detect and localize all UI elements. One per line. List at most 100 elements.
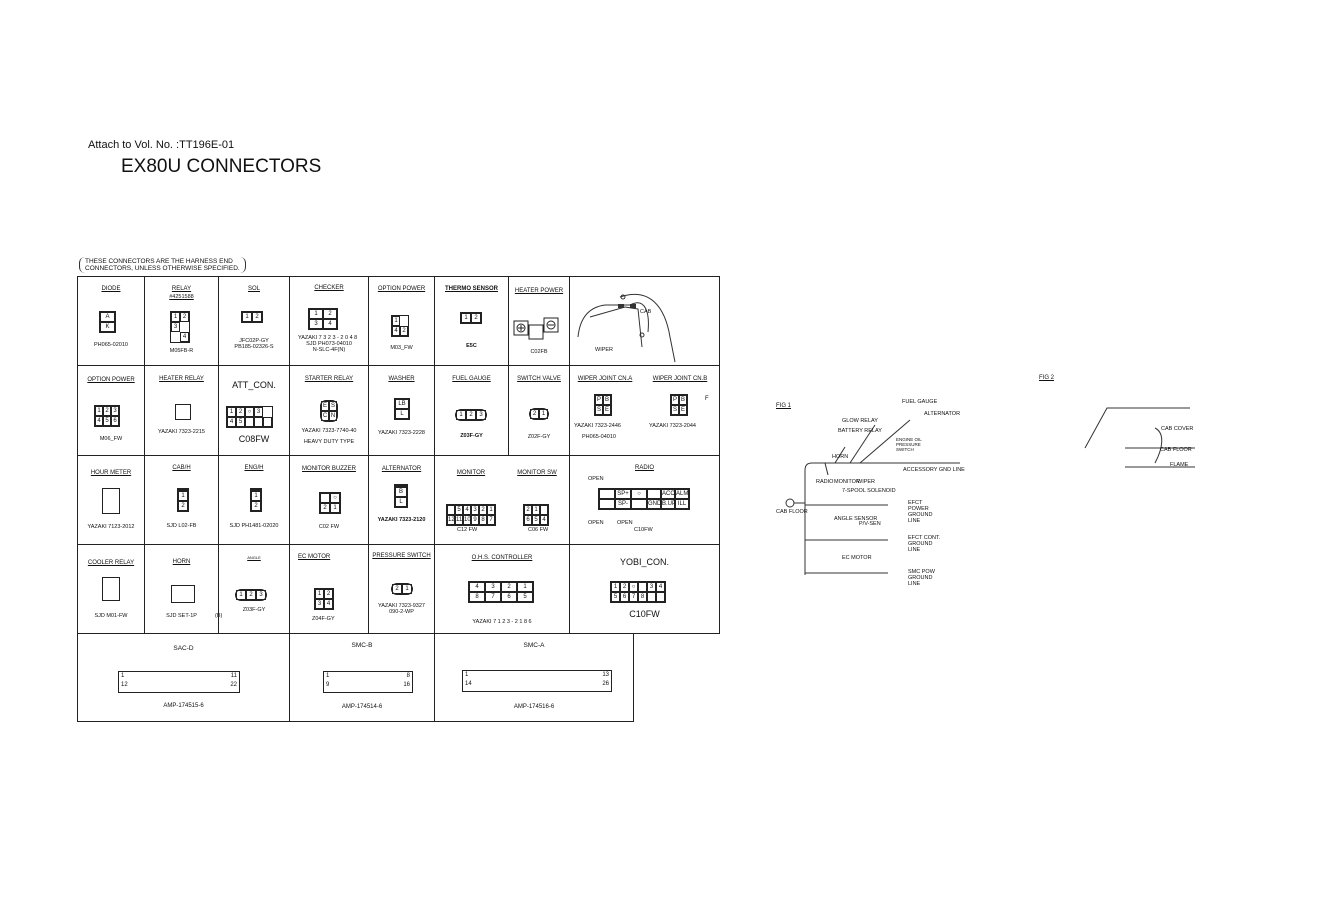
wiper-joint-a-label: WIPER JOINT CN.A xyxy=(577,376,633,382)
diode-label: DIODE xyxy=(101,286,121,292)
monitor-sw-label: MONITOR SW xyxy=(517,470,557,476)
pin: 4 xyxy=(95,416,103,426)
pin: 16 xyxy=(403,682,410,688)
fig1-wiring xyxy=(785,419,960,575)
cell-sol: SOL 1 2 JFC02P-GY PB185-02326-S xyxy=(218,276,290,366)
monitor-buzzer-part: C02 FW xyxy=(318,524,340,530)
monitor-pins: 5 4 3 2 1 12 11 10 9 8 7 xyxy=(446,504,496,526)
pin: S xyxy=(595,405,603,415)
heater-power-1-label: HEATER POWER xyxy=(514,288,564,294)
cell-switch-valve: SWITCH VALVE 2 1 Z02F-GY xyxy=(508,365,570,456)
pin: K xyxy=(100,322,115,332)
fig1-horn: HORN xyxy=(832,454,849,460)
pin: 2 xyxy=(236,407,245,417)
pin: 11 xyxy=(230,673,237,679)
switch-valve-pins: 2 1 xyxy=(529,408,549,420)
sol-label: SOL xyxy=(247,286,260,292)
sac-d-label: SAC-D xyxy=(173,645,194,652)
ec-motor-label: EC MOTOR xyxy=(298,554,331,560)
fig1-monitor: MONITOR xyxy=(834,479,860,485)
radio-open-left: OPEN xyxy=(588,520,604,526)
heater-power-1-part: C02FB xyxy=(530,349,548,355)
pin: 14 xyxy=(465,681,472,687)
pin: 4 xyxy=(540,515,548,525)
pin: 4 xyxy=(392,326,400,336)
heater-power-1-symbol xyxy=(513,317,559,340)
cell-heater-power-1: HEATER POWER C02FB xyxy=(508,276,570,366)
cell-option-power-2: OPTION POWER 1 2 3 4 5 6 M06_FW xyxy=(77,365,145,456)
pin: 4 xyxy=(227,417,236,427)
cell-smc-b: SMC-B 1 8 9 16 AMP-174514-6 xyxy=(289,633,435,722)
heater-relay-label: HEATER RELAY xyxy=(159,376,204,382)
pin: 1 xyxy=(227,407,236,417)
fig2-flame: FLAME xyxy=(1170,462,1189,468)
sac-d-part: AMP-174515-6 xyxy=(163,703,204,709)
pin: 1 xyxy=(456,410,466,420)
pin: 2 xyxy=(530,409,539,419)
cell-diode: DIODE A K PH065-02010 xyxy=(77,276,145,366)
fuel-gauge-label: FUEL GAUGE xyxy=(452,376,491,382)
sac-d-body: 1 11 12 22 xyxy=(118,671,240,693)
pin: A xyxy=(100,312,115,322)
starter-relay-part-1: YAZAKI 7323-7740-40 xyxy=(301,428,357,434)
monitor-label: MONITOR xyxy=(456,470,486,476)
checker-part-2: SJD PH073-04010 xyxy=(306,341,352,347)
pin: 3 xyxy=(485,582,501,592)
cell-radio: RADIO OPEN SP+ ○ ACC ALM SP- GND B.UP IL… xyxy=(569,455,720,545)
fig1-fuel-gauge: FUEL GAUGE xyxy=(902,399,938,405)
pin: 2 xyxy=(471,313,481,323)
pin: N xyxy=(329,411,337,421)
cell-option-power-1: OPTION POWER 1 4 2 M03_FW xyxy=(368,276,435,366)
pin: 1 xyxy=(242,312,252,322)
radio-pins: SP+ ○ ACC ALM SP- GND B.UP ILL xyxy=(598,488,690,510)
pin: B.UP xyxy=(661,499,677,509)
pin: 1 xyxy=(330,503,340,513)
pin: SP- xyxy=(615,499,631,509)
pin: 5 xyxy=(611,592,620,602)
attach-volume: Attach to Vol. No. :TT196E-01 xyxy=(88,139,235,151)
pin: 3 xyxy=(471,505,479,515)
cooler-relay-box xyxy=(102,577,120,601)
pin: 3 xyxy=(309,319,323,329)
fuel-gauge-pins: 1 2 3 xyxy=(455,409,487,421)
cell-heater-relay: HEATER RELAY YAZAKI 7323-2215 xyxy=(144,365,219,456)
pin: 1 xyxy=(171,312,180,322)
att-con-pins: 1 2 ○ 3 4 5 xyxy=(226,406,273,428)
option-power-1-label: OPTION POWER xyxy=(377,286,426,292)
pin: 8 xyxy=(469,592,485,602)
smc-a-part: AMP-174516-6 xyxy=(513,704,555,710)
pin: 2 xyxy=(501,582,517,592)
alternator-pins: B L xyxy=(394,484,408,508)
pin: L xyxy=(395,409,409,419)
hour-meter-label: HOUR METER xyxy=(90,470,132,476)
pin: 13 xyxy=(602,672,609,678)
cell-checker: CHECKER 1 2 3 4 YAZAKI 7 3 2 3 - 2 0 4 8… xyxy=(289,276,369,366)
pin: 2 xyxy=(479,505,487,515)
wiper-joint-a-part-2: PH065-04010 xyxy=(582,434,616,440)
pin: 1 xyxy=(402,584,412,594)
small-con-part: Z03F-GY xyxy=(242,607,266,613)
connector-grid: DIODE A K PH065-02010 RELAY #4251588 1 2… xyxy=(77,276,720,722)
att-con-label: ATT_CON. xyxy=(232,380,276,390)
wiper-label: WIPER xyxy=(595,347,614,353)
fig1-angle-sensor: ANGLE SENSOR xyxy=(834,516,878,522)
ec-motor-pins: 1 2 3 4 xyxy=(314,588,334,610)
pin: 3 xyxy=(256,590,266,600)
hour-meter-box xyxy=(102,488,120,514)
relay-sub: #4251588 xyxy=(169,294,194,300)
cell-thermo-sensor: THERMO SENSOR 1 2 E5C xyxy=(434,276,509,366)
radio-open-right: OPEN xyxy=(617,520,633,526)
pin: 1 xyxy=(539,409,548,419)
wiper-joint-a-pins: P B S E xyxy=(594,394,612,416)
sol-part-1: JFC02P-GY xyxy=(239,338,269,344)
pin: 7 xyxy=(629,592,638,602)
monitor-part: C12 FW xyxy=(457,527,478,533)
pin: 5 xyxy=(455,505,463,515)
relay-part: M05FB-R xyxy=(169,348,194,354)
pin: 1 xyxy=(611,582,620,592)
cell-ohs-controller: O.H.S. CONTROLLER 4 3 2 1 8 7 6 5 YAZAKI… xyxy=(434,544,570,634)
pin: 12 xyxy=(121,682,128,688)
wiper-joint-b-pins: P B S E xyxy=(670,394,688,416)
pin: 3 xyxy=(476,410,486,420)
cell-alternator: ALTERNATOR B L YAZAKI 7323-2120 xyxy=(368,455,435,545)
